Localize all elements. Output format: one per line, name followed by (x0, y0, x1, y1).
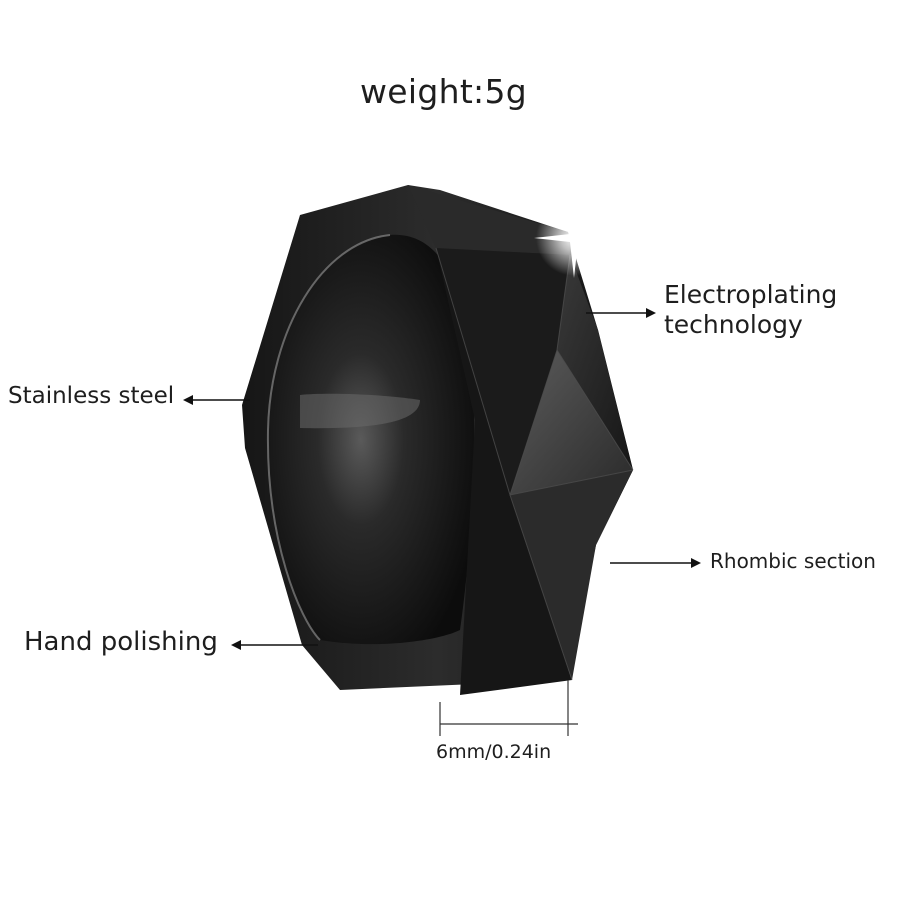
electroplating-line-1: Electroplating (664, 280, 838, 309)
rhombic-section-label: Rhombic section (710, 549, 876, 573)
electroplating-line-2: technology (664, 310, 803, 339)
sparkle-highlight (534, 198, 614, 278)
stainless-arrowhead (183, 395, 193, 405)
electroplating-arrowhead (646, 308, 656, 318)
facet-lower-right (510, 470, 633, 680)
callout-arrows (183, 308, 701, 650)
facet-center (510, 350, 633, 495)
facet-upper-left (436, 248, 570, 495)
stainless-steel-label: Stainless steel (8, 383, 175, 409)
dimension-indicator (439, 680, 578, 736)
facet-lower-left (436, 248, 572, 695)
rhombic-arrowhead (691, 558, 701, 568)
polish-arrowhead (231, 640, 241, 650)
electroplating-label: Electroplating technology (664, 280, 837, 340)
facet-edges (435, 247, 634, 681)
ring-inner-edge (266, 234, 391, 641)
weight-label: weight:5g (360, 72, 528, 111)
dimension-label: 6mm/0.24in (436, 741, 552, 763)
ring-inner-highlight (300, 393, 420, 429)
ring-inner-surface (267, 234, 475, 645)
hand-polishing-label: Hand polishing (24, 627, 218, 657)
facet-top (408, 185, 570, 255)
facet-upper-right (557, 255, 633, 470)
